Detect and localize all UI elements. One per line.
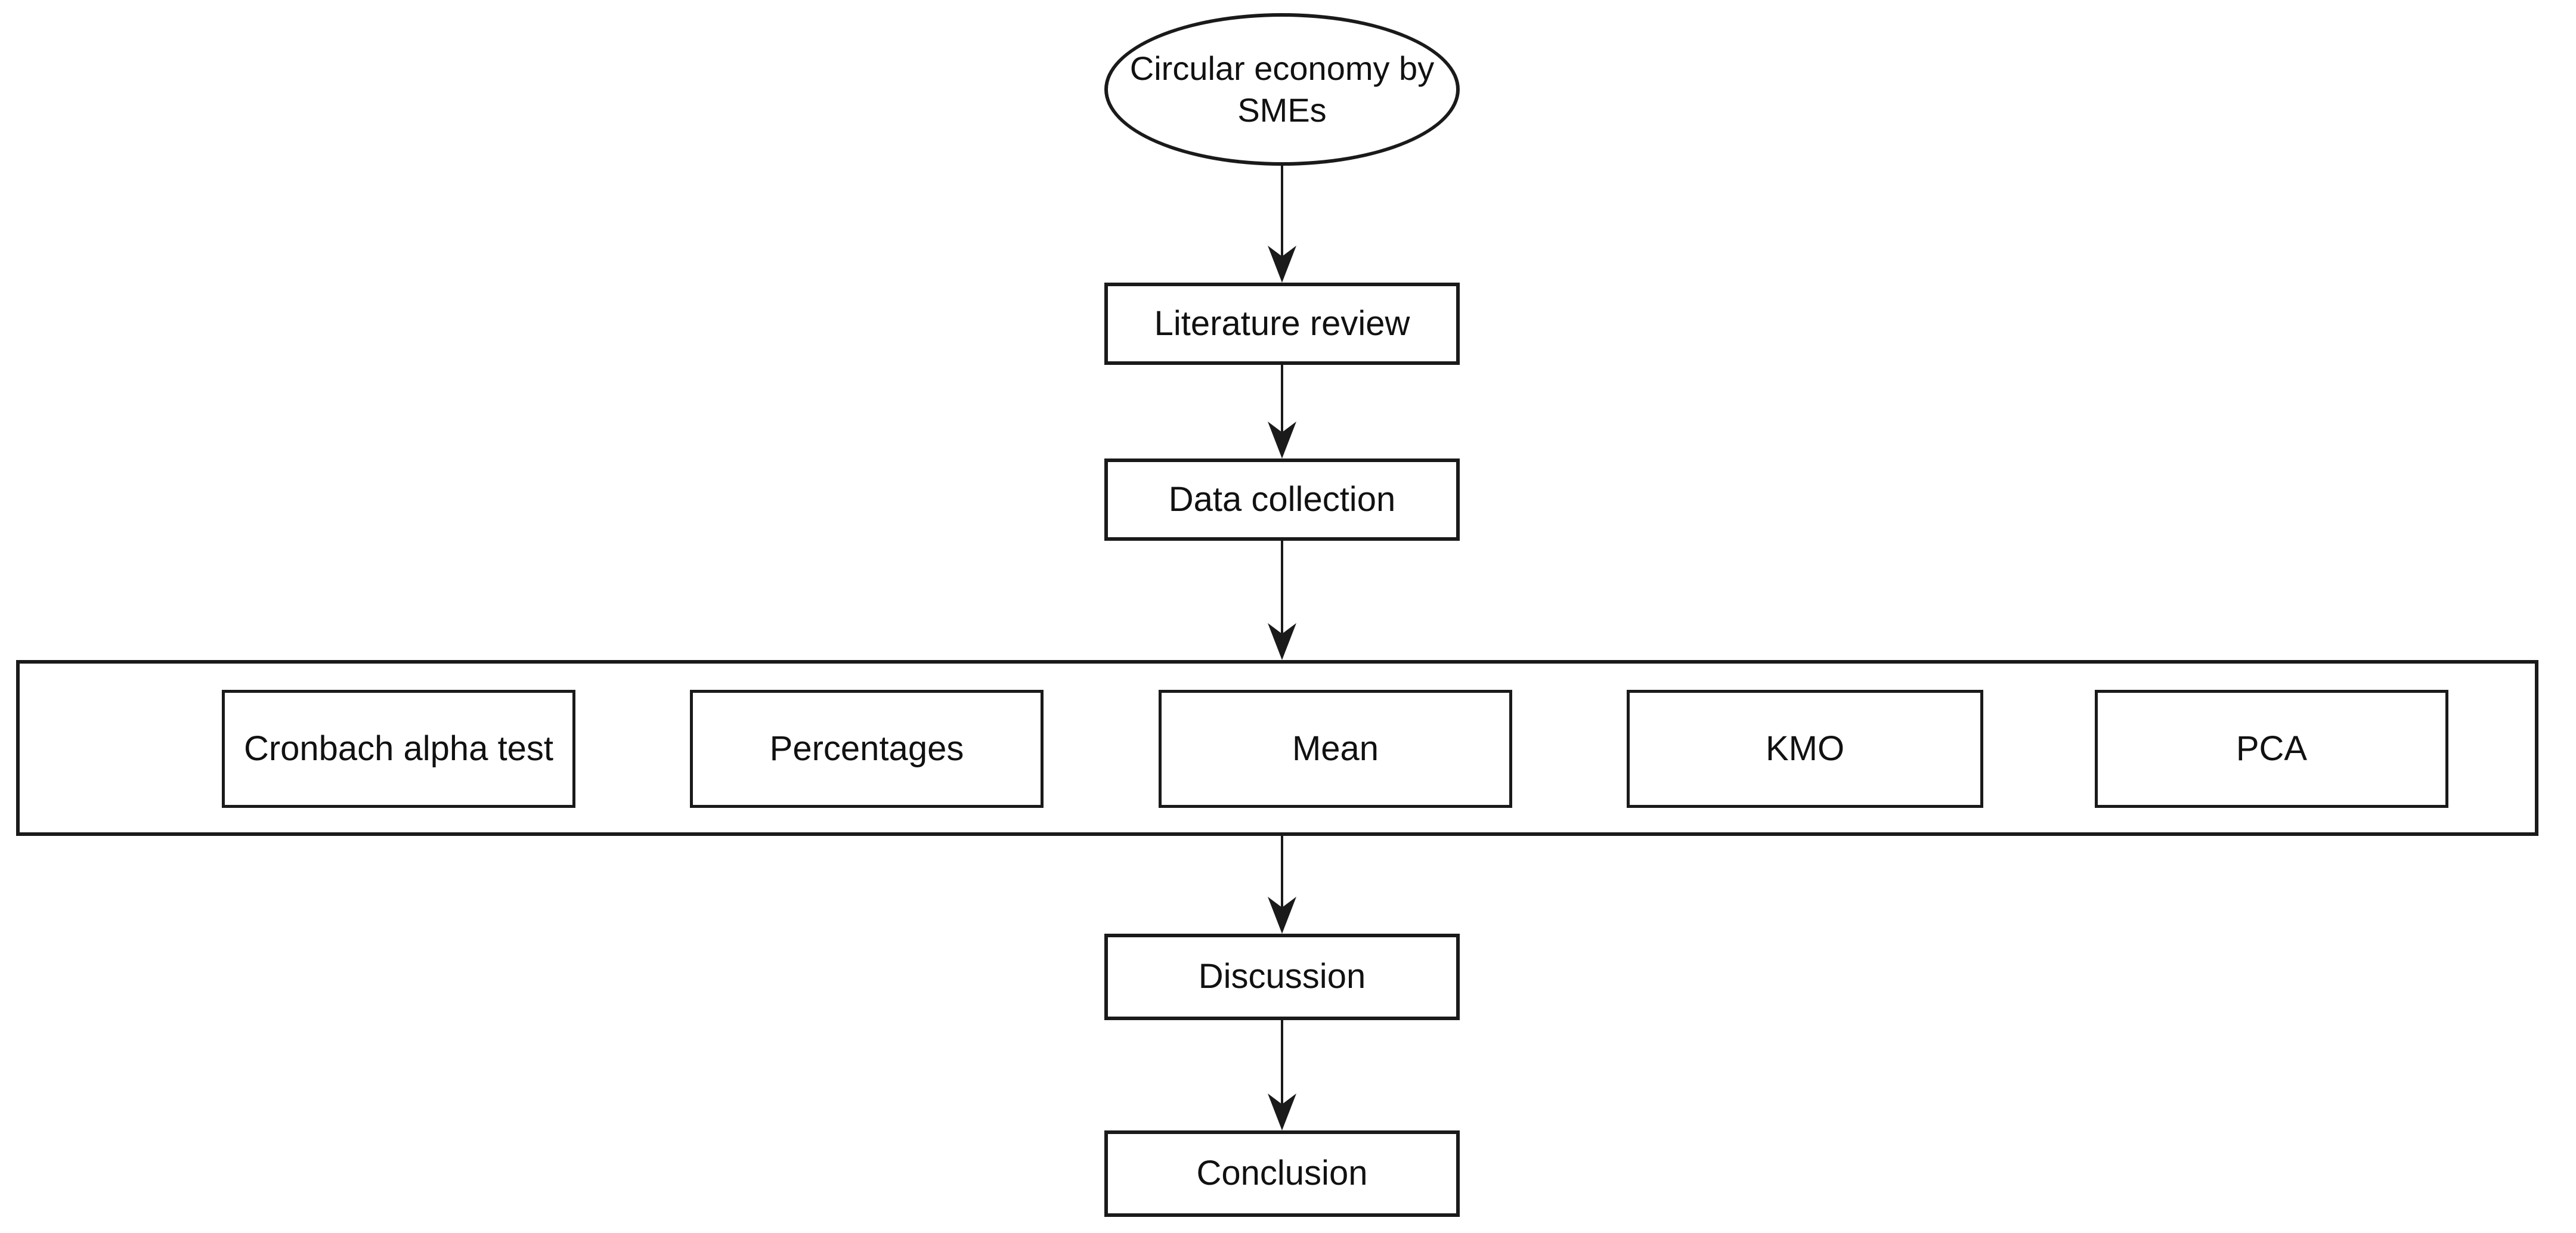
node-label: Data collection xyxy=(1168,479,1396,519)
node-data-collection: Data collection xyxy=(1104,458,1460,541)
node-circular-economy: Circular economy by SMEs xyxy=(1104,13,1460,166)
arrowhead-icon xyxy=(1268,897,1296,934)
node-pca: PCA xyxy=(2095,690,2448,808)
node-label: Circular economy by SMEs xyxy=(1129,49,1435,129)
node-label: Mean xyxy=(1292,729,1379,768)
node-percentages: Percentages xyxy=(690,690,1044,808)
node-label: Percentages xyxy=(769,729,964,768)
node-label: Discussion xyxy=(1198,957,1366,996)
node-label: Cronbach alpha test xyxy=(243,729,554,768)
node-kmo: KMO xyxy=(1627,690,1983,808)
node-discussion: Discussion xyxy=(1104,934,1460,1020)
arrowhead-icon xyxy=(1268,422,1296,458)
node-label: KMO xyxy=(1765,729,1845,768)
node-cronbach-alpha-test: Cronbach alpha test xyxy=(222,690,575,808)
node-conclusion: Conclusion xyxy=(1104,1130,1460,1217)
node-label: PCA xyxy=(2236,729,2308,768)
arrowhead-icon xyxy=(1268,1093,1296,1130)
arrowhead-icon xyxy=(1268,623,1296,660)
arrowhead-icon xyxy=(1268,246,1296,283)
node-mean: Mean xyxy=(1159,690,1512,808)
node-label: Conclusion xyxy=(1196,1154,1368,1193)
node-label: Literature review xyxy=(1154,303,1410,343)
node-literature-review: Literature review xyxy=(1104,283,1460,365)
